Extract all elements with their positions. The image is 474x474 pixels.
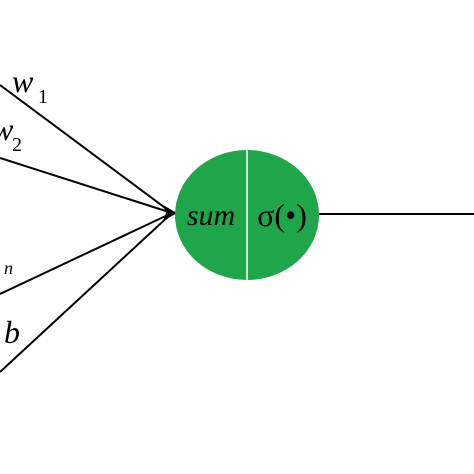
bias-label: b <box>4 314 20 350</box>
sum-label: sum <box>187 199 235 232</box>
edge-w2 <box>0 157 173 214</box>
w1-label: w <box>12 63 34 99</box>
arrowhead <box>163 205 177 221</box>
input-labels: w 1 w 2 n b <box>0 63 48 350</box>
w1-subscript: 1 <box>38 86 48 108</box>
neuron: sum σ(•) <box>175 150 319 280</box>
w1-symbol: w <box>12 63 34 99</box>
edge-bias <box>0 212 173 373</box>
w2-subscript: 2 <box>12 134 22 156</box>
w2-symbol: w <box>0 111 14 147</box>
wn-subscript: n <box>4 258 13 278</box>
input-edges <box>0 84 173 373</box>
edge-wn <box>0 212 173 295</box>
activation-label: σ(•) <box>257 197 307 233</box>
edge-w1 <box>0 84 173 214</box>
w2-label: w <box>0 111 14 147</box>
